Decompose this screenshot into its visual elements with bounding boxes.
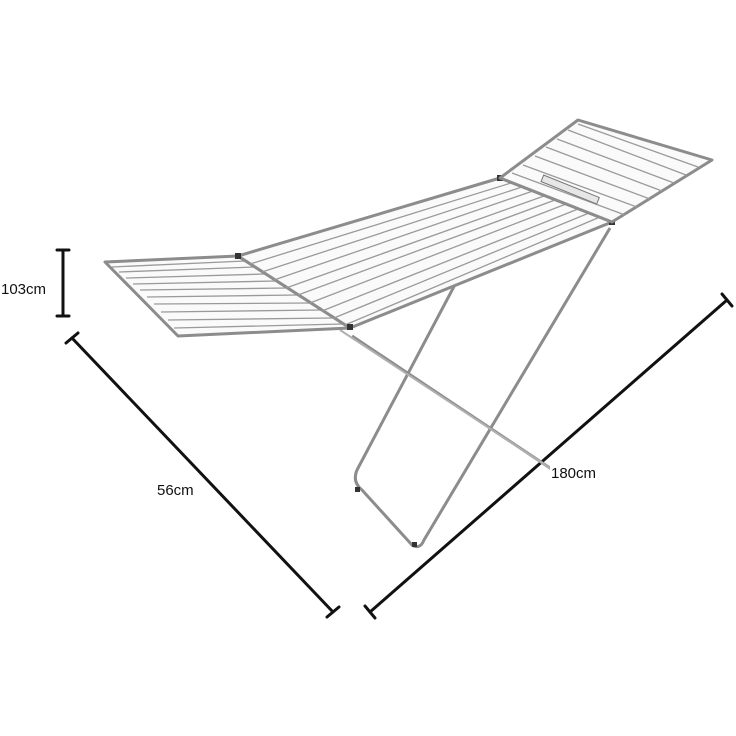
height-dimension-line [55,248,71,318]
right-wing-wires [511,123,699,216]
center-panel [235,175,615,547]
dimension-lines [55,248,734,620]
width-label: 180cm [550,465,598,482]
rack-legs [339,189,612,549]
depth-dimension-line [64,331,341,619]
left-wing-wires [111,260,343,329]
depth-label: 56cm [156,482,195,499]
right-wing [498,118,714,224]
height-label: 103cm [0,281,48,298]
center-panel-wires [249,182,601,326]
width-dimension-line [363,292,734,620]
leg-frame-rear [353,189,612,549]
wing-support-bar [540,174,600,205]
leg-frame-front-inner [339,329,557,473]
